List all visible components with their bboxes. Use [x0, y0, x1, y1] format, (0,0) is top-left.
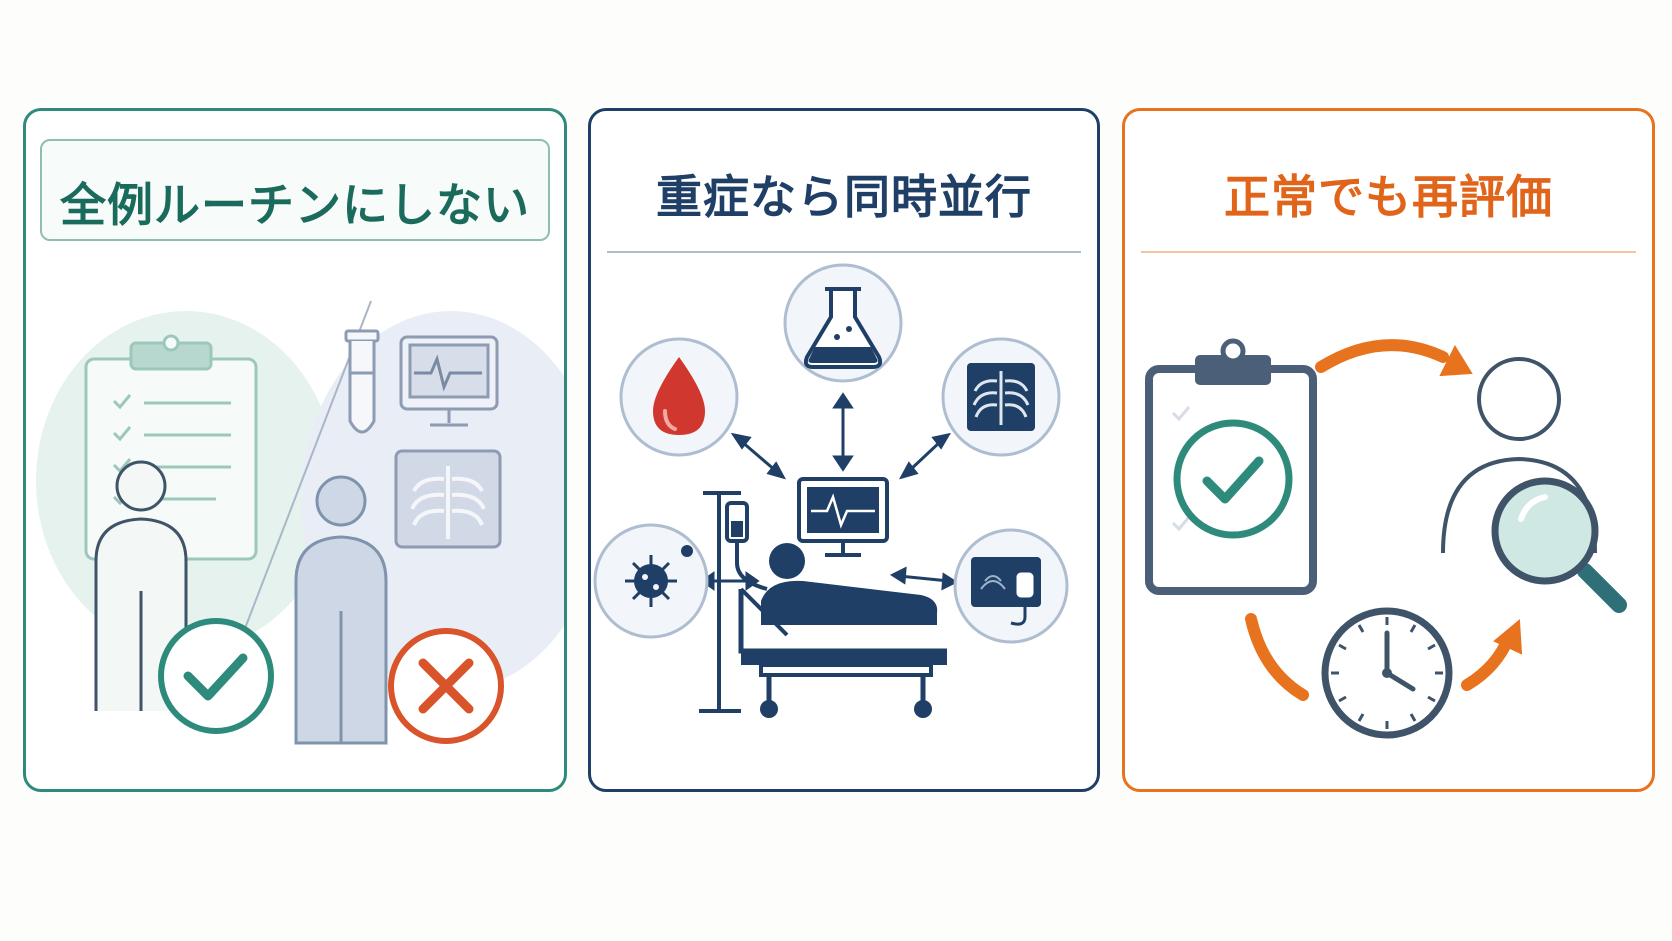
panel-title: 全例ルーチンにしない: [60, 178, 530, 232]
virus-icon: [593, 523, 709, 639]
panel-parallel: 重症なら同時並行: [588, 108, 1100, 792]
panel-illustration: [1145, 338, 1627, 739]
clipboard-checklist-icon: [84, 334, 258, 561]
test-tube-icon: [344, 329, 380, 434]
cycle-arrow-icon: [1245, 339, 1523, 701]
clipboard-check-icon: [1145, 338, 1317, 595]
panel-title: 重症なら同時並行: [656, 170, 1032, 224]
ultrasound-icon: [953, 528, 1069, 644]
cross-circle-icon: [388, 628, 504, 744]
monitor-ecg-icon: [399, 335, 499, 427]
panel-illustration: [36, 300, 564, 745]
panel-reassess: 正常でも再評価: [1122, 108, 1655, 792]
chest-xray-icon: [394, 449, 502, 549]
title-divider: [1141, 251, 1636, 253]
connector-arrows: [700, 392, 959, 591]
person-icon: [294, 475, 388, 745]
blood-drop-icon: [619, 337, 739, 457]
ecg-monitor-icon: [797, 477, 889, 557]
magnifier-icon: [1491, 477, 1627, 613]
patient-bed-icon: [738, 543, 947, 718]
flask-icon: [783, 263, 903, 383]
check-circle-icon: [158, 618, 274, 734]
panel-title: 正常でも再評価: [1224, 170, 1553, 224]
chest-xray-icon: [941, 337, 1061, 457]
panel-no-routine: 全例ルーチンにしない: [23, 108, 567, 792]
iv-drip-icon: [699, 491, 768, 713]
title-divider: [607, 251, 1081, 253]
panel-illustration: [593, 263, 1069, 718]
clock-icon: [1321, 607, 1453, 739]
title-box: [40, 139, 550, 241]
